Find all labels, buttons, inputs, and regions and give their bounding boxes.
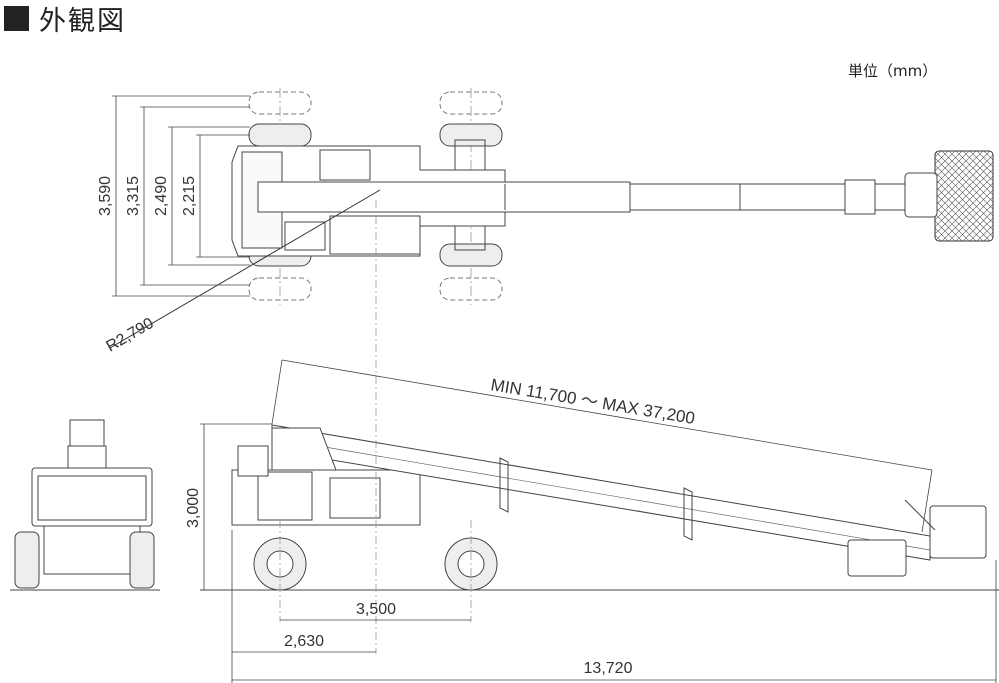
top-view-dimension-lines — [112, 95, 250, 297]
side-view — [200, 200, 999, 654]
black-square-icon — [4, 5, 29, 31]
turning-radius-label: R2,790 — [104, 315, 157, 356]
page-title: 外観図 — [4, 0, 126, 37]
overall-length-label: 13,720 — [584, 660, 633, 677]
top-view — [109, 88, 994, 349]
page-title-text: 外観図 — [39, 5, 126, 37]
dim-2215-label: 2,215 — [181, 176, 198, 216]
front-overhang-label: 2,630 — [284, 633, 324, 650]
wheelbase-label: 3,500 — [356, 601, 396, 618]
unit-label: 単位（mm） — [848, 62, 938, 80]
height-label: 3,000 — [185, 488, 202, 528]
dim-2490-label: 2,490 — [153, 176, 170, 216]
dim-3315-label: 3,315 — [125, 176, 142, 216]
front-view — [10, 419, 160, 591]
side-view-dimension-lines — [200, 359, 997, 683]
boom-length-label: MIN 11,700 ～ MAX 37,200 — [489, 375, 696, 428]
dim-3590-label: 3,590 — [97, 176, 114, 216]
